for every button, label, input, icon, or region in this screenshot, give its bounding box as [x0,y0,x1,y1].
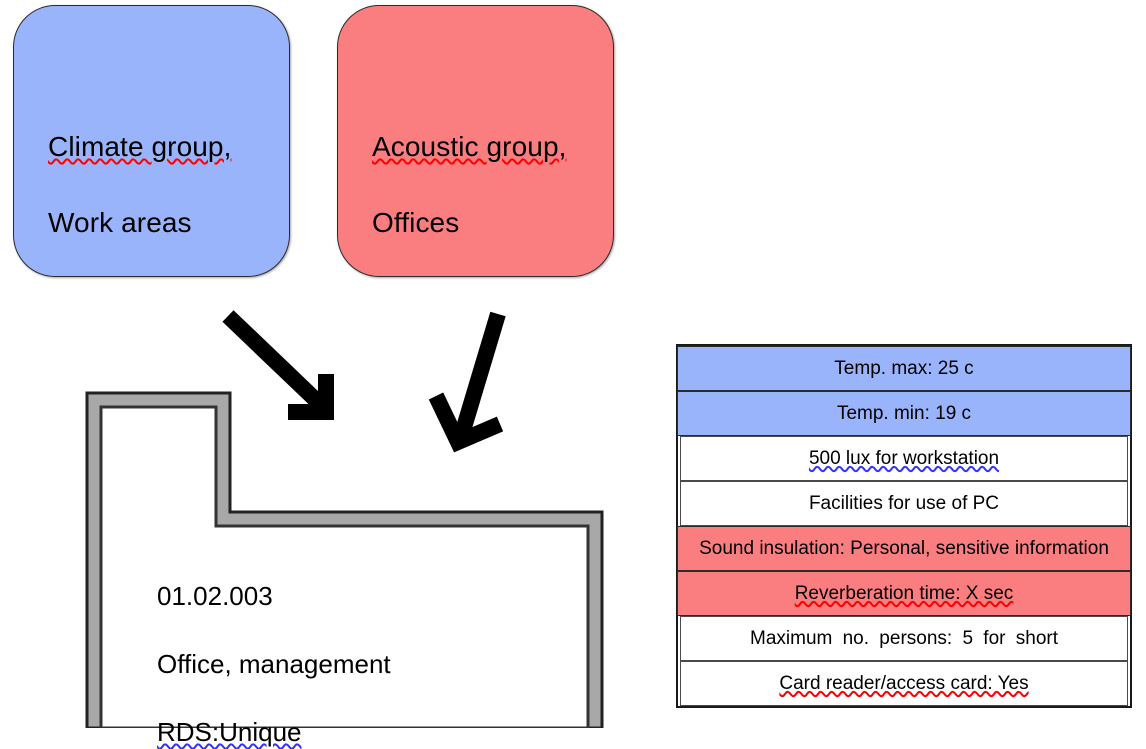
table-row[interactable]: Temp. max: 25 c [677,346,1131,391]
table-row[interactable]: Maximum no. persons: 5 for short [680,616,1128,661]
room-text-block: 01.02.003 Office, management RDS:Unique [157,545,391,749]
requirements-table: Temp. max: 25 c Temp. min: 19 c 500 lux … [676,344,1132,708]
requirement-label: Reverberation time: X sec [794,582,1014,604]
room-id-number: 01.02.003 [157,581,273,611]
acoustic-group-line2: Offices [372,207,460,238]
climate-group-line1: Climate group, [48,131,232,162]
table-row[interactable]: 500 lux for workstation [680,436,1128,481]
acoustic-group-line1: Acoustic group, [372,131,567,162]
acoustic-group-box[interactable]: Acoustic group, Offices [337,5,614,277]
room-name: Office, management [157,649,391,679]
requirement-label: Facilities for use of PC [808,492,1000,514]
requirement-label: Sound insulation: Personal, sensitive in… [699,537,1109,559]
table-row[interactable]: Sound insulation: Personal, sensitive in… [677,526,1131,571]
room-floor-plan[interactable] [75,385,615,728]
table-row[interactable]: Card reader/access card: Yes [680,661,1128,706]
requirement-label: Card reader/access card: Yes [779,672,1029,694]
climate-group-line2: Work areas [48,207,192,238]
table-row[interactable]: Reverberation time: X sec [677,571,1131,616]
acoustic-group-label: Acoustic group, Offices [372,90,567,242]
room-inner-wall-outline [99,405,590,728]
requirement-label: Temp. min: 19 c [836,402,972,424]
requirement-label: Temp. max: 25 c [834,357,974,379]
table-row[interactable]: Facilities for use of PC [680,481,1128,526]
table-row[interactable]: Temp. min: 19 c [677,391,1131,436]
requirement-label: Maximum no. persons: 5 for short [750,627,1058,649]
climate-group-box[interactable]: Climate group, Work areas [13,5,290,277]
room-rds: RDS:Unique [157,717,302,747]
climate-group-label: Climate group, Work areas [48,90,231,242]
requirement-label: 500 lux for workstation [808,447,1000,469]
